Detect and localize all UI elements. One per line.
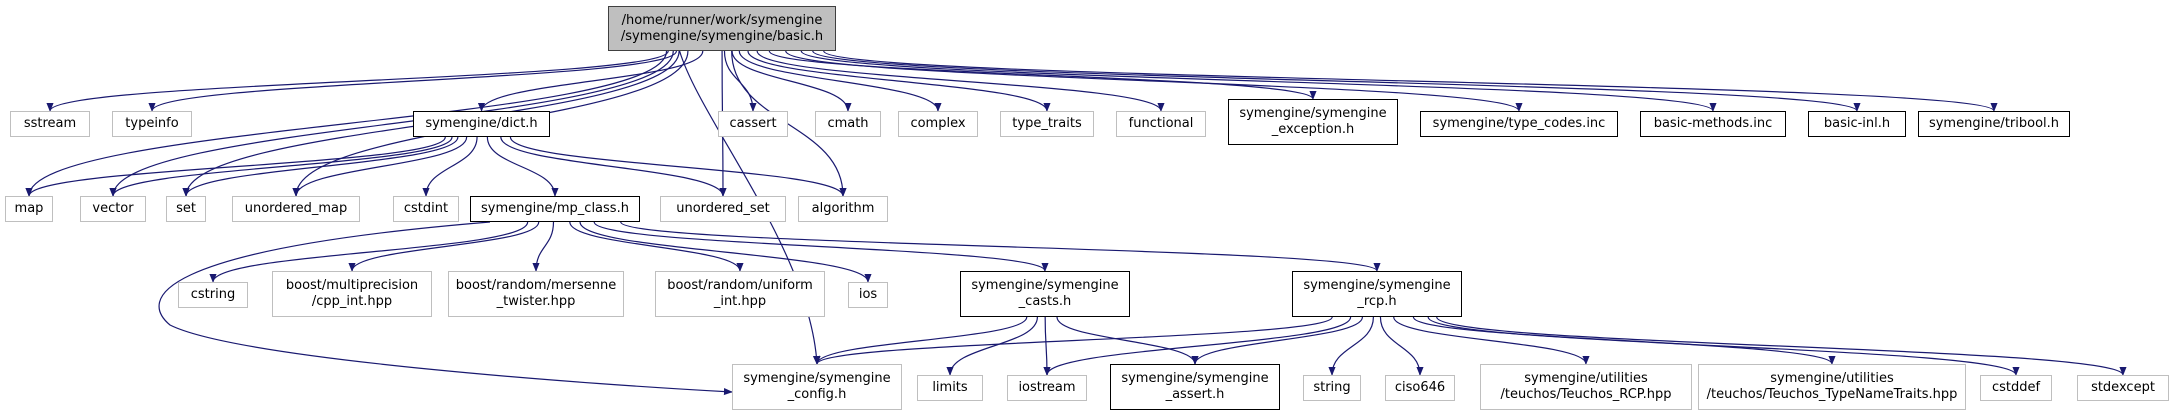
node-rcp-h[interactable]: symengine/symengine _rcp.h	[1292, 271, 1462, 317]
edge-dict-to-unordered_set	[500, 136, 727, 197]
edge-dict-to-map	[25, 136, 446, 197]
node-map[interactable]: map	[5, 196, 53, 222]
node-exception-h[interactable]: symengine/symengine _exception.h	[1228, 99, 1398, 145]
node-functional[interactable]: functional	[1116, 111, 1206, 137]
edge-casts-to-config	[813, 316, 1028, 365]
edge-dict-to-unordered_map	[292, 136, 468, 197]
edge-dict-to-mp_class	[486, 136, 559, 197]
edge-root-to-complex	[738, 50, 942, 112]
edge-mp_class-to-cpp_int	[348, 221, 540, 272]
node-ciso646[interactable]: ciso646	[1385, 375, 1455, 401]
node-string[interactable]: string	[1303, 375, 1361, 401]
edge-mp_class-to-cstring	[209, 221, 529, 283]
edge-root-to-vector	[109, 50, 674, 197]
node-type-traits[interactable]: type_traits	[1000, 111, 1094, 137]
node-cassert[interactable]: cassert	[718, 111, 788, 137]
edge-root-to-cmath	[731, 50, 852, 112]
edge-rcp-to-cstddef	[1427, 316, 2020, 376]
edge-mp_class-to-uniform_int	[569, 221, 744, 272]
node-assert-h[interactable]: symengine/symengine _assert.h	[1110, 364, 1280, 410]
edge-mp_class-to-rcp	[620, 221, 1381, 272]
node-cstring[interactable]: cstring	[178, 282, 248, 308]
edge-dict-to-algorithm	[509, 136, 847, 197]
node-limits[interactable]: limits	[917, 375, 983, 401]
node-iostream[interactable]: iostream	[1007, 375, 1087, 401]
node-sstream[interactable]: sstream	[10, 111, 90, 137]
edge-rcp-to-string	[1328, 316, 1374, 376]
edge-root-to-cassert	[723, 50, 757, 112]
edge-dict-to-set	[182, 136, 459, 197]
edge-rcp-to-iostream	[1043, 316, 1352, 376]
node-casts-h[interactable]: symengine/symengine _casts.h	[960, 271, 1130, 317]
edge-rcp-to-config	[813, 316, 1333, 365]
edge-root-to-exception	[768, 50, 1317, 100]
node-ios[interactable]: ios	[848, 282, 888, 308]
edges	[25, 50, 2127, 396]
node-cstdint[interactable]: cstdint	[393, 196, 459, 222]
edge-mp_class-to-ios	[579, 221, 872, 283]
edge-root-to-sstream	[46, 50, 669, 112]
node-typeinfo[interactable]: typeinfo	[112, 111, 192, 137]
node-set[interactable]: set	[166, 196, 206, 222]
edge-root-to-basic_methods	[800, 50, 1717, 112]
edge-rcp-to-stdexcept	[1436, 316, 2127, 376]
node-tribool-h[interactable]: symengine/tribool.h	[1918, 111, 2070, 137]
edge-root-to-dict	[477, 50, 704, 112]
edge-root-to-type_traits	[747, 50, 1051, 112]
edge-root-to-basic_inl	[812, 50, 1861, 112]
node-cmath[interactable]: cmath	[815, 111, 881, 137]
node-algorithm[interactable]: algorithm	[798, 196, 888, 222]
edge-dict-to-cstdint	[422, 136, 478, 197]
node-complex[interactable]: complex	[898, 111, 978, 137]
node-cpp-int-hpp[interactable]: boost/multiprecision /cpp_int.hpp	[272, 271, 432, 317]
edge-rcp-to-ciso646	[1379, 316, 1424, 376]
edge-mp_class-to-casts	[593, 221, 1049, 272]
node-teuchos-rcp-hpp[interactable]: symengine/utilities /teuchos/Teuchos_RCP…	[1480, 364, 1692, 410]
node-stdexcept[interactable]: stdexcept	[2077, 375, 2169, 401]
edge-root-to-config	[679, 50, 821, 365]
edge-casts-to-assert	[1056, 316, 1199, 365]
edge-mp_class-to-config	[158, 221, 733, 396]
edge-casts-to-limits	[946, 316, 1038, 376]
node-unordered-map[interactable]: unordered_map	[232, 196, 360, 222]
node-teuchos-typenametraits-hpp[interactable]: symengine/utilities /teuchos/Teuchos_Typ…	[1698, 364, 1966, 410]
edge-root-to-functional	[756, 50, 1165, 112]
edge-root-to-type_codes	[785, 50, 1523, 112]
node-config-h[interactable]: symengine/symengine _config.h	[732, 364, 902, 410]
node-basic-inl-h[interactable]: basic-inl.h	[1808, 111, 1906, 137]
node-mp-class-h[interactable]: symengine/mp_class.h	[470, 196, 640, 222]
edge-rcp-to-assert	[1191, 316, 1364, 365]
node-vector[interactable]: vector	[80, 196, 146, 222]
node-type-codes-inc[interactable]: symengine/type_codes.inc	[1420, 111, 1618, 137]
edge-root-to-map	[25, 50, 668, 197]
node-cstddef[interactable]: cstddef	[1980, 375, 2052, 401]
node-unordered-set[interactable]: unordered_set	[660, 196, 786, 222]
edge-rcp-to-teuchos_rcp	[1393, 316, 1590, 365]
edge-root-to-typeinfo	[148, 50, 677, 112]
edge-mp_class-to-mersenne	[532, 221, 555, 272]
node-uniform-int-hpp[interactable]: boost/random/uniform _int.hpp	[655, 271, 825, 317]
node-dict-h[interactable]: symengine/dict.h	[413, 111, 550, 137]
node-basic-methods-inc[interactable]: basic-methods.inc	[1640, 111, 1786, 137]
node-mersenne-twister-hpp[interactable]: boost/random/mersenne _twister.hpp	[448, 271, 624, 317]
edge-root-to-tribool	[823, 50, 1998, 112]
edge-dict-to-vector	[109, 136, 453, 197]
node-basic-h[interactable]: /home/runner/work/symengine /symengine/s…	[608, 6, 836, 51]
